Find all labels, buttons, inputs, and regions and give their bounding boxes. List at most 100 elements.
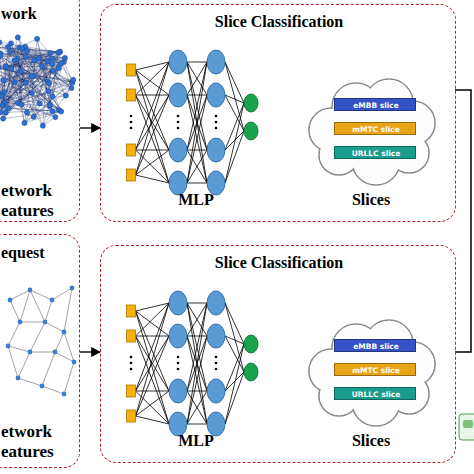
hidden-neuron	[207, 324, 225, 348]
graph-vertex	[37, 101, 42, 106]
panel-heading: Slice Classification	[101, 13, 457, 31]
graph-vertex	[8, 298, 13, 303]
slice-box: URLLC slice	[334, 146, 416, 159]
mlp-link	[225, 103, 244, 183]
slice-box: URLLC slice	[334, 387, 416, 400]
mlp-link	[187, 336, 207, 424]
graph-vertex	[59, 109, 64, 114]
input-neuron	[127, 330, 136, 342]
mlp-link	[136, 95, 170, 183]
mlp-link	[187, 303, 207, 424]
mlp-link	[136, 150, 170, 183]
graph-vertex	[0, 103, 5, 108]
classification-panel: Slice ClassificationMLPSliceseMBB slicem…	[100, 245, 456, 463]
graph-vertex	[62, 392, 67, 397]
panel-heading: Slice Classification	[101, 254, 457, 272]
graph-vertex	[50, 109, 55, 114]
graph-edge	[0, 47, 25, 70]
graph-vertex	[63, 93, 68, 98]
mlp-link	[187, 303, 207, 391]
flow-arrow	[80, 127, 100, 128]
panel-heading: work	[1, 5, 81, 23]
graph-vertex	[0, 65, 1, 70]
graph-vertex	[6, 106, 11, 111]
classification-panel: Slice ClassificationMLPSliceseMBB slicem…	[100, 4, 456, 222]
ellipsis-dot	[130, 368, 133, 371]
mlp-link	[136, 311, 170, 424]
graph-vertex	[6, 344, 11, 349]
graph-edge	[53, 71, 65, 96]
graph-edge	[24, 83, 72, 123]
mlp-illustration	[127, 291, 259, 436]
graph-edge	[30, 290, 52, 300]
ellipsis-dot	[177, 115, 180, 118]
graph-edge	[30, 352, 55, 353]
mlp-link	[136, 416, 170, 424]
slice-cloud: SliceseMBB slicemMTC sliceURLLC slice	[301, 75, 441, 215]
input-panel: equestetwork eatures	[0, 234, 80, 468]
mlp-link	[225, 344, 244, 424]
mlp-link	[136, 391, 170, 392]
graph-vertex	[56, 50, 61, 55]
graph-vertex	[46, 81, 51, 86]
mlp-link	[187, 183, 207, 184]
graph-edge	[20, 290, 30, 322]
graph-edge	[20, 322, 45, 323]
graph-edge	[10, 300, 20, 322]
input-neuron	[127, 169, 136, 181]
mlp-link	[187, 303, 207, 391]
graph-vertex	[50, 61, 55, 66]
merge-line	[455, 90, 471, 352]
graph-vertex	[40, 123, 45, 128]
mlp-link	[187, 150, 207, 151]
hidden-neuron	[169, 291, 187, 315]
mlp-link	[225, 372, 244, 424]
slice-box: eMBB slice	[334, 98, 416, 111]
slice-box: eMBB slice	[334, 339, 416, 352]
hidden-neuron	[207, 291, 225, 315]
slice-label: eMBB slice	[335, 99, 417, 112]
graph-vertex	[19, 102, 24, 107]
mlp-link	[187, 95, 207, 96]
ellipsis-dot	[177, 362, 180, 365]
mlp-link	[187, 62, 207, 150]
output-neuron	[244, 335, 258, 353]
graph-vertex	[29, 90, 34, 95]
ellipsis-dot	[130, 362, 133, 365]
ellipsis-dot	[215, 356, 218, 359]
graph-vertex	[71, 77, 76, 82]
mlp-link	[187, 391, 207, 392]
graph-edge	[55, 332, 64, 352]
graph-vertex	[12, 79, 17, 84]
graph-vertex	[9, 66, 14, 71]
ellipsis-dot	[177, 368, 180, 371]
slice-label: mMTC slice	[335, 364, 417, 377]
graph-vertex	[24, 48, 29, 53]
graph-edge	[26, 57, 61, 64]
mlp-link	[136, 62, 170, 175]
ellipsis-dot	[177, 356, 180, 359]
input-neuron	[127, 410, 136, 422]
mlp-link	[225, 131, 244, 150]
ellipsis-dot	[130, 127, 133, 130]
graph-vertex	[31, 114, 36, 119]
graph-edge	[24, 88, 71, 123]
input-neuron	[127, 144, 136, 156]
hidden-neuron	[169, 324, 187, 348]
graph-vertex	[40, 384, 45, 389]
mlp-link	[136, 95, 170, 150]
graph-vertex	[7, 49, 12, 54]
mlp-link	[136, 62, 170, 70]
hidden-neuron	[207, 50, 225, 74]
graph-vertex	[16, 376, 21, 381]
ellipsis-dot	[177, 121, 180, 124]
slice-label: URLLC slice	[335, 147, 417, 160]
ellipsis-dot	[130, 356, 133, 359]
mlp-link	[136, 70, 170, 183]
graph-vertex	[34, 36, 39, 41]
hidden-neuron	[169, 50, 187, 74]
graph-edge	[64, 288, 72, 332]
graph-vertex	[3, 64, 8, 69]
mlp-link	[136, 336, 170, 424]
